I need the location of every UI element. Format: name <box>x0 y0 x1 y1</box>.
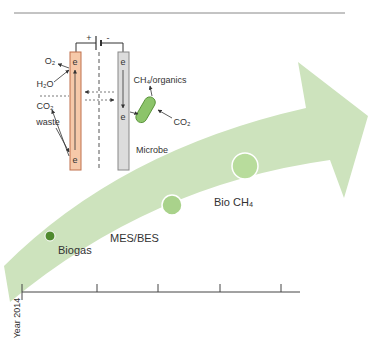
electron: e <box>120 58 125 67</box>
microbe-label: Microbe <box>136 146 168 155</box>
milestone-label: MES/BES <box>110 232 159 244</box>
mes-dot <box>162 195 182 215</box>
electron: e <box>72 58 77 67</box>
species-label: CO₂ <box>37 102 54 111</box>
terminal-sign: + <box>86 34 91 43</box>
milestone-label: Bio CH₄ <box>214 196 253 208</box>
milestone-text: Biogas <box>58 244 92 256</box>
species-label: CO₂ <box>174 118 191 127</box>
species-label: O₂ <box>45 57 56 66</box>
species-label: waste <box>36 118 60 127</box>
milestone-text: Bio CH₄ <box>214 196 253 208</box>
electrochemical-cell <box>40 36 172 170</box>
axis-label: Year 2014 <box>13 298 22 339</box>
milestone-label: Biogas <box>58 244 92 256</box>
electron: e <box>120 113 125 122</box>
top-rule <box>14 13 345 14</box>
biogas-dot <box>45 231 55 241</box>
terminal-sign: - <box>107 34 110 43</box>
electron: e <box>72 156 77 165</box>
bioch4-dot <box>232 153 258 179</box>
species-label: H₂O <box>37 80 54 89</box>
milestone-text: MES/BES <box>110 232 159 244</box>
timeline-axis <box>22 284 300 300</box>
product-label: CH₄/organics <box>133 76 186 85</box>
progress-arrow <box>4 62 368 302</box>
